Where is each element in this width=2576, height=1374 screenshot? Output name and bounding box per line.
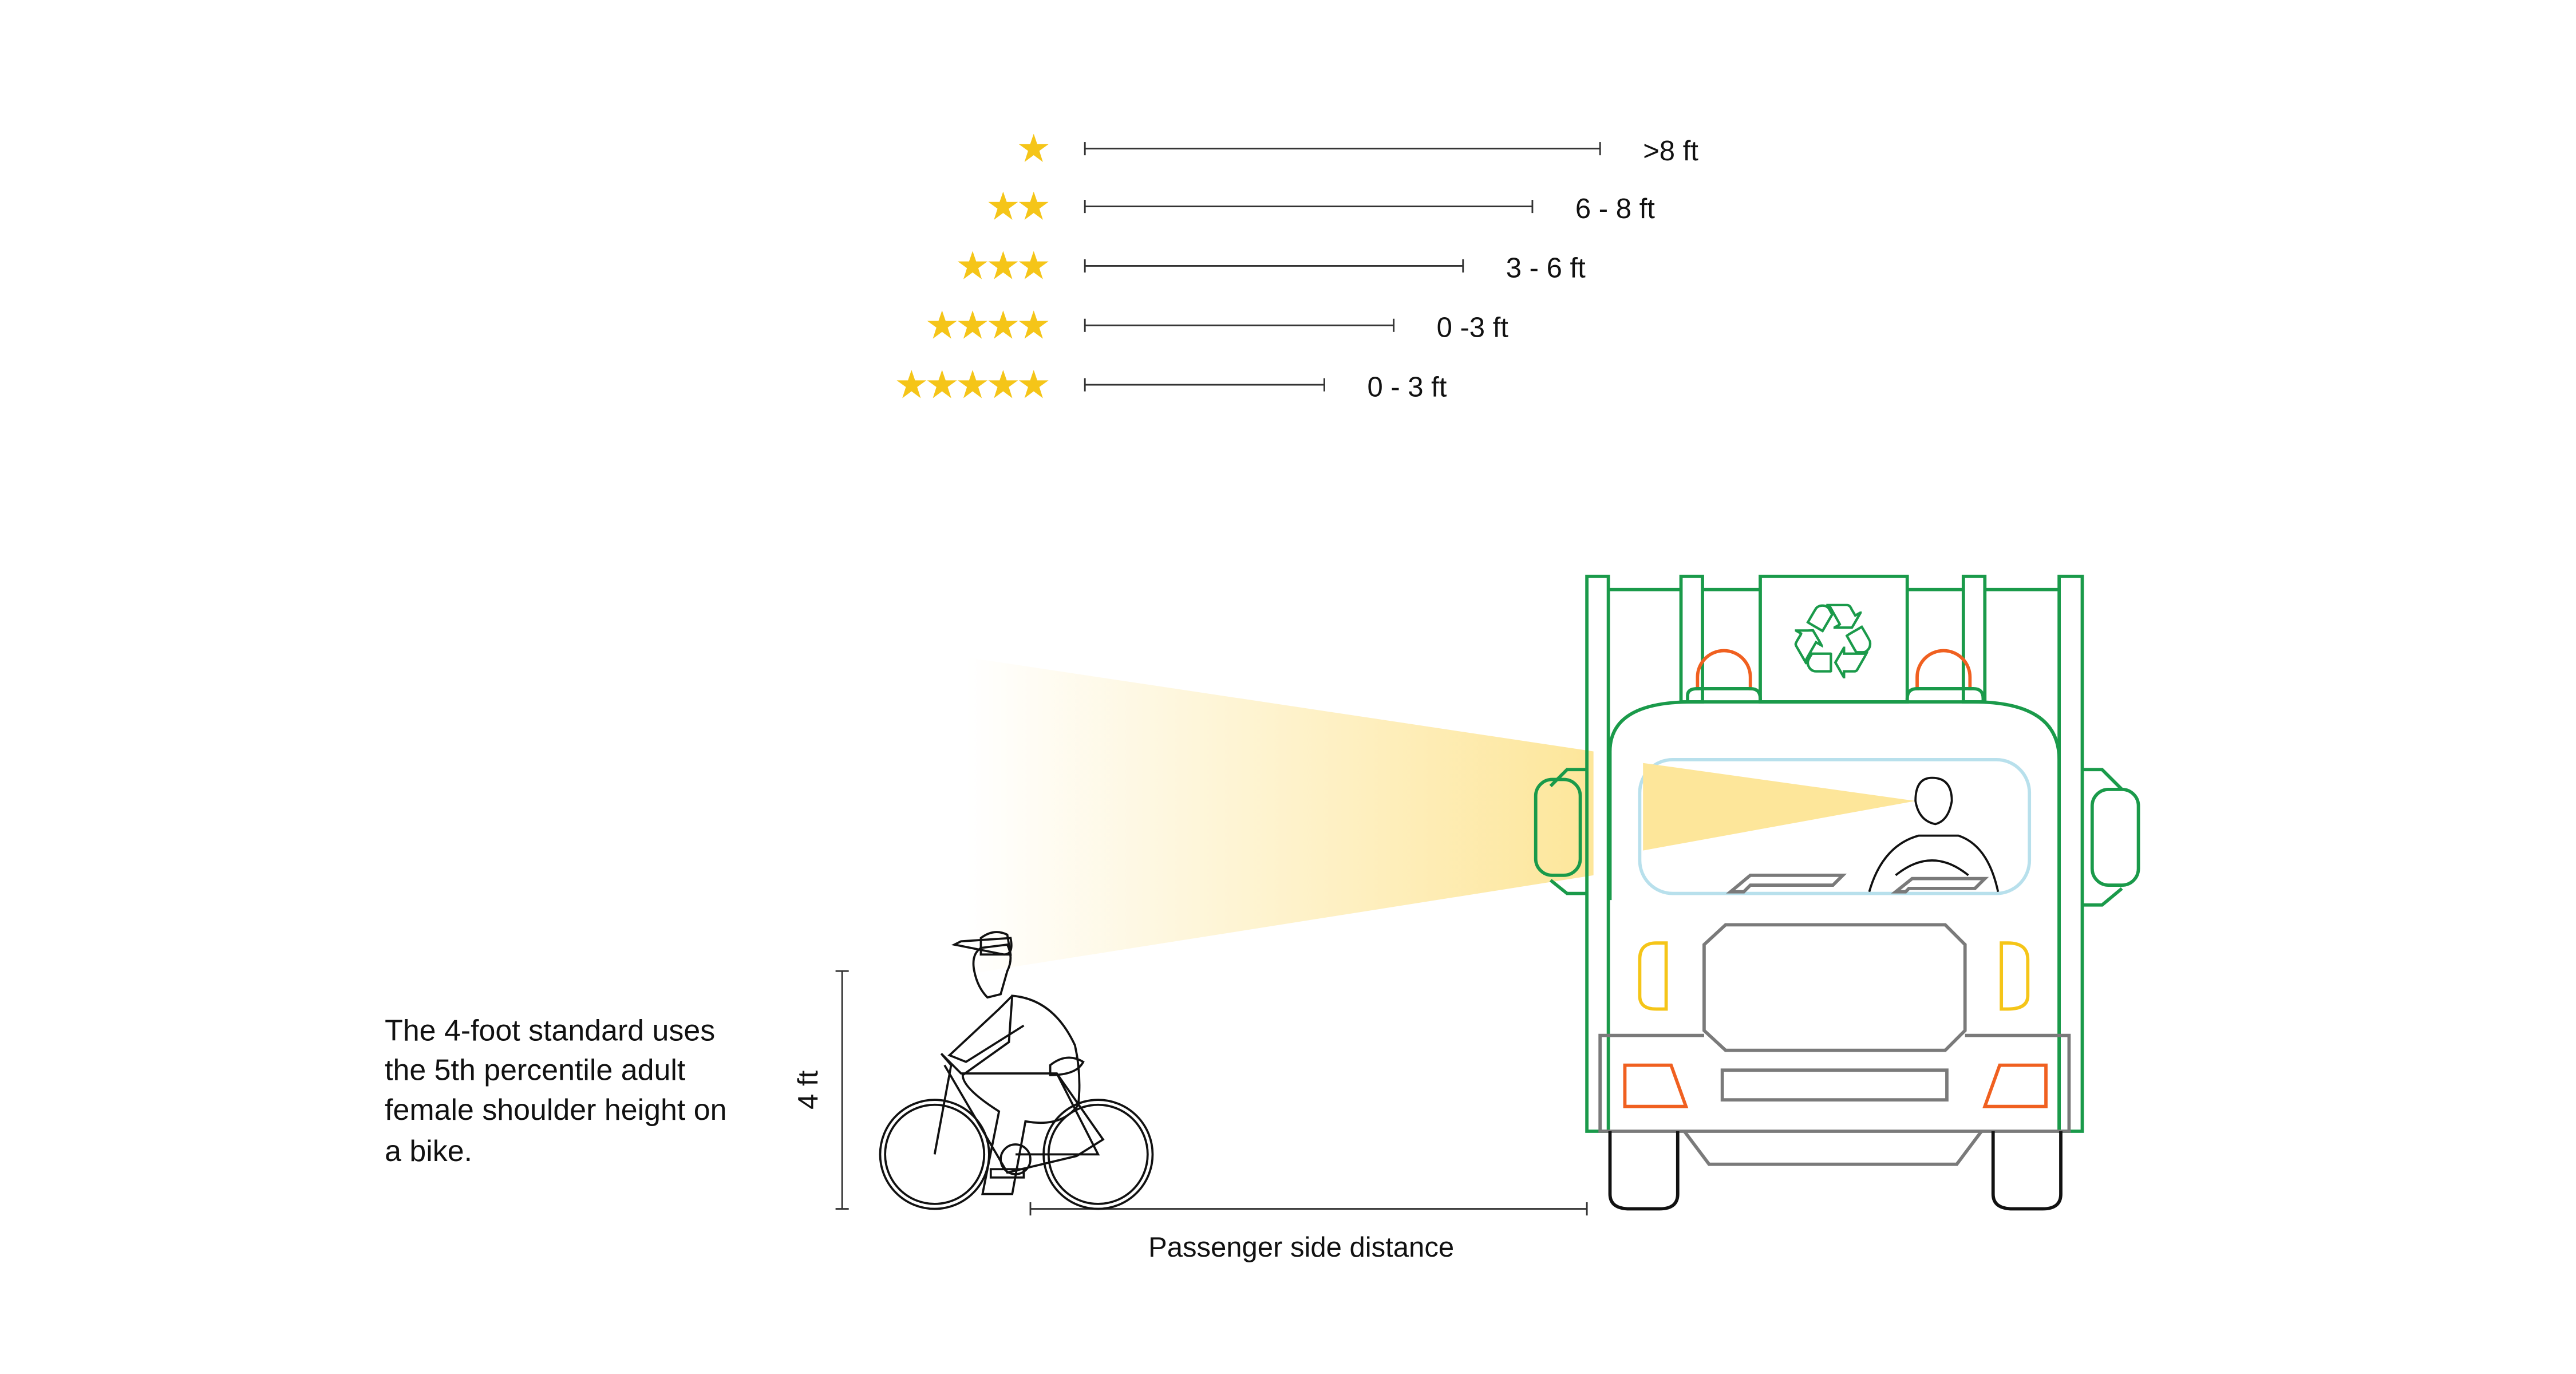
- star-icon: [896, 370, 927, 398]
- star-icon: [988, 251, 1018, 279]
- star-icon: [927, 370, 957, 398]
- star-icon: [958, 370, 987, 398]
- star-icon: [1018, 370, 1049, 398]
- mirror-right: [2090, 787, 2140, 887]
- star-icon: [927, 310, 957, 339]
- grille: [1702, 923, 1967, 1052]
- sight-beam: [966, 657, 1594, 974]
- wheel-left: [1608, 1131, 1680, 1211]
- rating-row: 0 -3 ft: [927, 310, 1509, 343]
- distance-range-label: 6 - 8 ft: [1575, 194, 1655, 224]
- note-text: The 4-foot standard uses the 5th percent…: [385, 1014, 735, 1168]
- distance-range-label: 0 - 3 ft: [1367, 372, 1447, 402]
- star-icon: [988, 370, 1018, 398]
- height-dimension: 4 ft: [793, 970, 849, 1210]
- star-icon: [1018, 133, 1049, 162]
- wheel-right: [1991, 1131, 2063, 1211]
- cyclist-illustration: [879, 931, 1154, 1210]
- note-line: the 5th percentile adult: [385, 1054, 686, 1087]
- distance-range-label: 0 -3 ft: [1437, 312, 1509, 343]
- windshield: [1638, 758, 2032, 895]
- garbage-truck-illustration: ♻: [1534, 574, 2140, 1211]
- height-label: 4 ft: [793, 1070, 824, 1109]
- rating-row: >8 ft: [1018, 133, 1698, 167]
- note-line: female shoulder height on: [385, 1093, 726, 1127]
- star-icon: [1018, 251, 1049, 279]
- warning-light-right: [1915, 649, 1972, 690]
- distance-range-label: >8 ft: [1643, 136, 1698, 167]
- star-icon: [1018, 310, 1049, 339]
- rating-row: 6 - 8 ft: [988, 191, 1655, 224]
- distance-dimension: Passenger side distance: [1029, 1202, 1588, 1263]
- star-icon: [958, 251, 987, 279]
- recycle-icon: ♻: [1787, 585, 1879, 699]
- warning-light-left: [1696, 649, 1752, 690]
- rating-legend: >8 ft 6 - 8 ft 3 - 6 ft 0 -3 ft 0 - 3 ft: [896, 133, 1698, 402]
- mirror-left: [1534, 777, 1582, 877]
- note-line: The 4-foot standard uses: [385, 1014, 715, 1047]
- distance-range-label: 3 - 6 ft: [1506, 253, 1586, 284]
- star-icon: [1018, 191, 1049, 220]
- note-line: a bike.: [385, 1135, 472, 1168]
- star-icon: [988, 310, 1018, 339]
- star-icon: [958, 310, 987, 339]
- star-icon: [988, 191, 1018, 220]
- rating-row: 0 - 3 ft: [896, 370, 1447, 402]
- rating-row: 3 - 6 ft: [958, 251, 1586, 284]
- distance-label: Passenger side distance: [1148, 1232, 1454, 1263]
